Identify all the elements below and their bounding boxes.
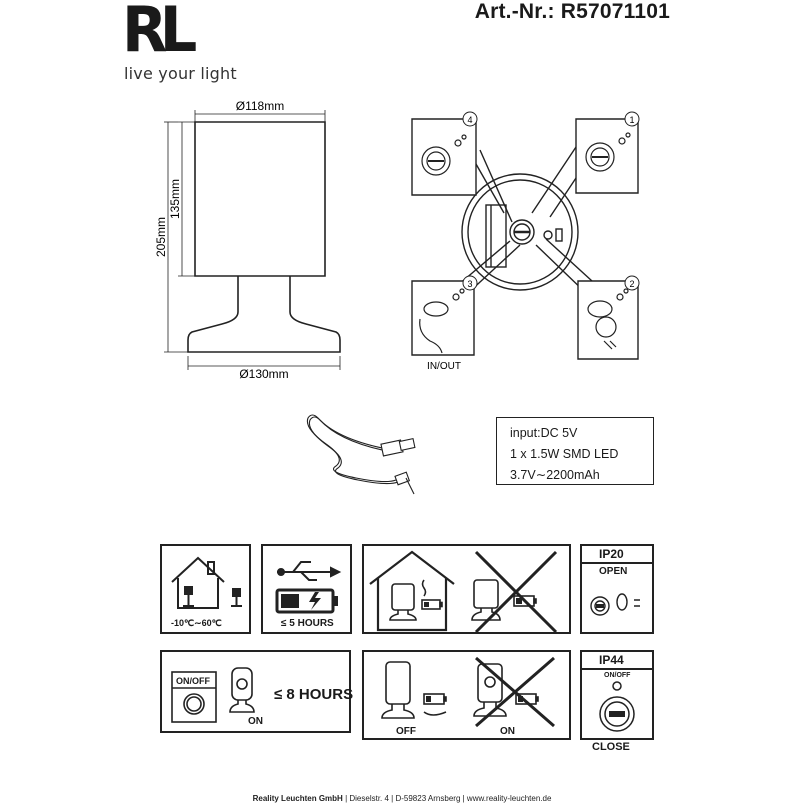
off-label: OFF [396,726,416,737]
open-cap-icon [590,593,640,616]
house-icon [171,556,242,609]
temperature-range: -10℃∼60℃ [171,618,222,628]
dim-shade-height: 135mm [168,179,182,219]
switch-label: ON/OFF [176,676,210,686]
spec-input: input:DC 5V [510,426,578,440]
closed-cap-icon [599,681,635,732]
ip20-icon-box: IP20 OPEN [580,544,654,634]
close-label: CLOSE [592,741,630,753]
step-2-number: 2 [629,279,634,289]
lamp-dimension-drawing: Ø118mm 135mm 205mm Ø130mm [154,100,341,380]
spec-led: 1 x 1.5W SMD LED [510,447,619,461]
charging-state-icon-box: OFF ON [362,650,571,740]
ip20-rating: IP20 [599,547,624,561]
footer-company: Reality Leuchten GmbH [252,794,343,803]
charge-icon-box: ≤ 5 HOURS [261,544,352,634]
usb-cable-illustration [306,414,416,495]
runtime-icon-box: ON/OFF ≤ 8 HOURS ON [160,650,354,733]
on-label-charging: ON [500,726,515,737]
footer-address: | Dieselstr. 4 | D-59823 Arnsberg | www.… [342,794,552,803]
step-3-number: 3 [467,279,472,289]
run-time: ≤ 8 HOURS [274,686,354,703]
switch-and-lamp-icon [171,667,255,723]
step-1-number: 1 [629,115,634,125]
ip44-icon-box: IP44 ON/OFF [580,650,654,740]
open-label: OPEN [599,566,628,577]
spec-box: input:DC 5V 1 x 1.5W SMD LED 3.7V∼2200mA… [496,417,654,485]
ip20-divider [582,562,652,564]
usb-icon [275,561,342,614]
charging-state-icon [381,656,555,728]
step-4-number: 4 [467,115,472,125]
temperature-icon-box: -10℃∼60℃ [160,544,251,634]
brand-tagline: live your light [124,64,237,83]
dim-top-diameter: Ø118mm [236,100,284,113]
port-label: IN/OUT [427,361,461,372]
ip44-divider [582,668,652,670]
brand-logo: RL [122,0,197,66]
article-number: Art.-Nr.: R57071101 [474,0,670,23]
dim-base-diameter: Ø130mm [239,367,288,380]
indoor-use-icon-box [362,544,571,634]
spec-battery: 3.7V∼2200mAh [510,468,600,482]
dim-total-height: 205mm [154,217,168,257]
switch-label-small: ON/OFF [604,672,631,679]
charge-time: ≤ 5 HOURS [281,618,334,629]
footer: Reality Leuchten GmbH | Dieselstr. 4 | D… [0,794,804,803]
ip44-rating: IP44 [599,653,624,667]
base-steps-diagram: 1 2 3 4 IN/OUT [411,111,640,372]
on-label-runtime: ON [248,716,263,727]
indoor-use-icon [369,550,558,634]
